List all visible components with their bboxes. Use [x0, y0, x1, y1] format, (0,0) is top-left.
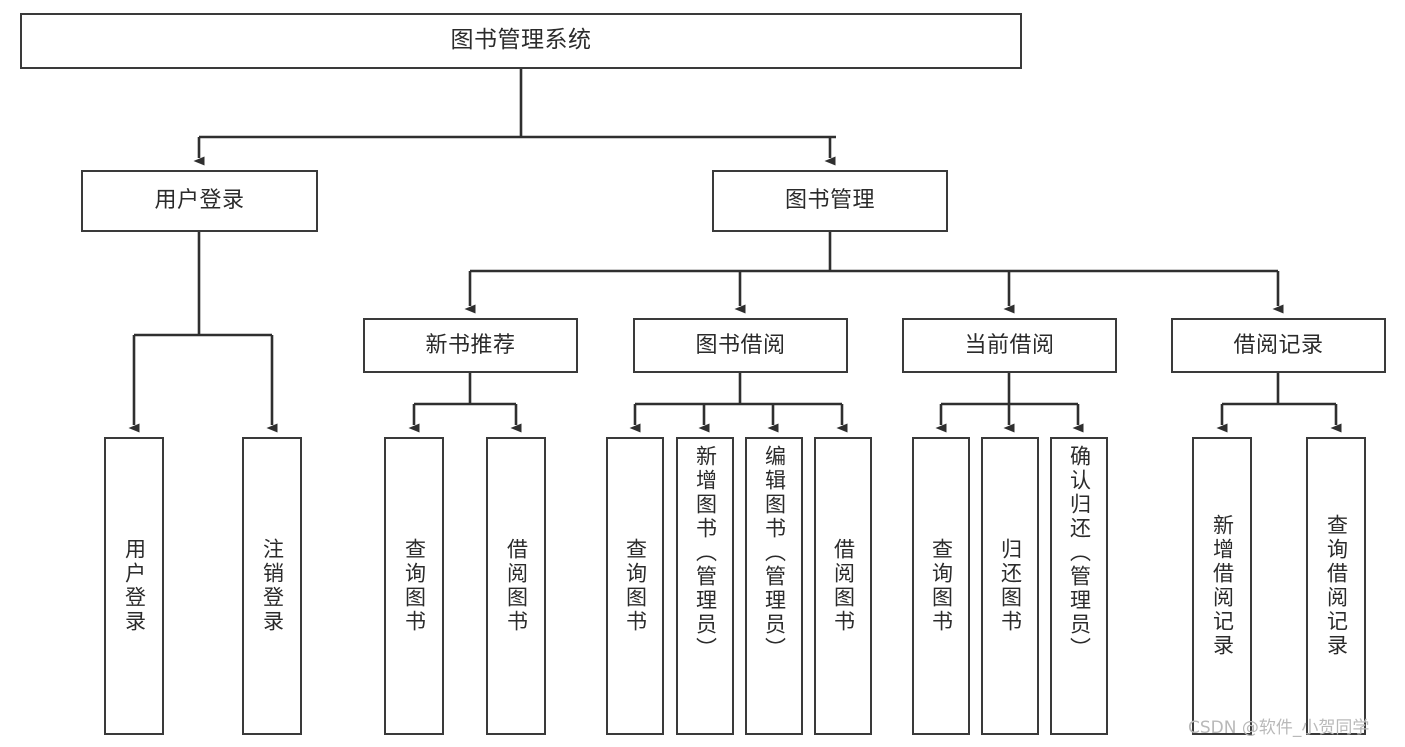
- node-label: 借阅图书: [504, 538, 529, 634]
- node-label: 归还图书: [998, 538, 1023, 634]
- leaf-query-book-borrow[interactable]: 查询图书: [606, 437, 664, 735]
- leaf-user-login[interactable]: 用户登录: [104, 437, 164, 735]
- leaf-return-book[interactable]: 归还图书: [981, 437, 1039, 735]
- node-label: 查询图书: [402, 538, 427, 634]
- node-current-borrow[interactable]: 当前借阅: [902, 318, 1117, 373]
- node-label: 借阅记录: [1233, 332, 1324, 358]
- leaf-query-book-current[interactable]: 查询图书: [912, 437, 970, 735]
- leaf-query-book-recommend[interactable]: 查询图书: [384, 437, 444, 735]
- leaf-borrow-book-recommend[interactable]: 借阅图书: [486, 437, 546, 735]
- leaf-borrow-book[interactable]: 借阅图书: [814, 437, 872, 735]
- node-label: 用户登录: [122, 538, 147, 634]
- node-label: 新增借阅记录: [1210, 514, 1235, 658]
- leaf-add-book[interactable]: 新增图书（管理员）: [676, 437, 734, 735]
- node-label: 查询图书: [623, 538, 648, 634]
- leaf-logout[interactable]: 注销登录: [242, 437, 302, 735]
- node-label: 编辑图书（管理员）: [762, 445, 787, 661]
- leaf-confirm-return[interactable]: 确认归还（管理员）: [1050, 437, 1108, 735]
- node-label: 图书管理系统: [450, 27, 592, 54]
- node-root-system[interactable]: 图书管理系统: [20, 13, 1022, 69]
- node-book-borrow[interactable]: 图书借阅: [633, 318, 848, 373]
- csdn-watermark: CSDN @软件_小贺同学: [1188, 718, 1370, 738]
- leaf-edit-book[interactable]: 编辑图书（管理员）: [745, 437, 803, 735]
- node-label: 借阅图书: [831, 538, 856, 634]
- node-label: 查询借阅记录: [1324, 514, 1349, 658]
- node-book-manage[interactable]: 图书管理: [712, 170, 948, 232]
- node-label: 新书推荐: [425, 332, 516, 358]
- leaf-query-borrow-record[interactable]: 查询借阅记录: [1306, 437, 1366, 735]
- node-label: 注销登录: [260, 538, 285, 634]
- node-label: 图书管理: [784, 188, 875, 214]
- node-label: 新增图书（管理员）: [693, 445, 718, 661]
- node-label: 图书借阅: [695, 332, 786, 358]
- node-label: 当前借阅: [964, 332, 1055, 358]
- node-borrow-record[interactable]: 借阅记录: [1171, 318, 1386, 373]
- node-label: 查询图书: [929, 538, 954, 634]
- leaf-add-borrow-record[interactable]: 新增借阅记录: [1192, 437, 1252, 735]
- node-label: 确认归还（管理员）: [1067, 445, 1092, 661]
- node-new-book-recommend[interactable]: 新书推荐: [363, 318, 578, 373]
- node-user-login[interactable]: 用户登录: [81, 170, 318, 232]
- node-label: 用户登录: [154, 188, 245, 214]
